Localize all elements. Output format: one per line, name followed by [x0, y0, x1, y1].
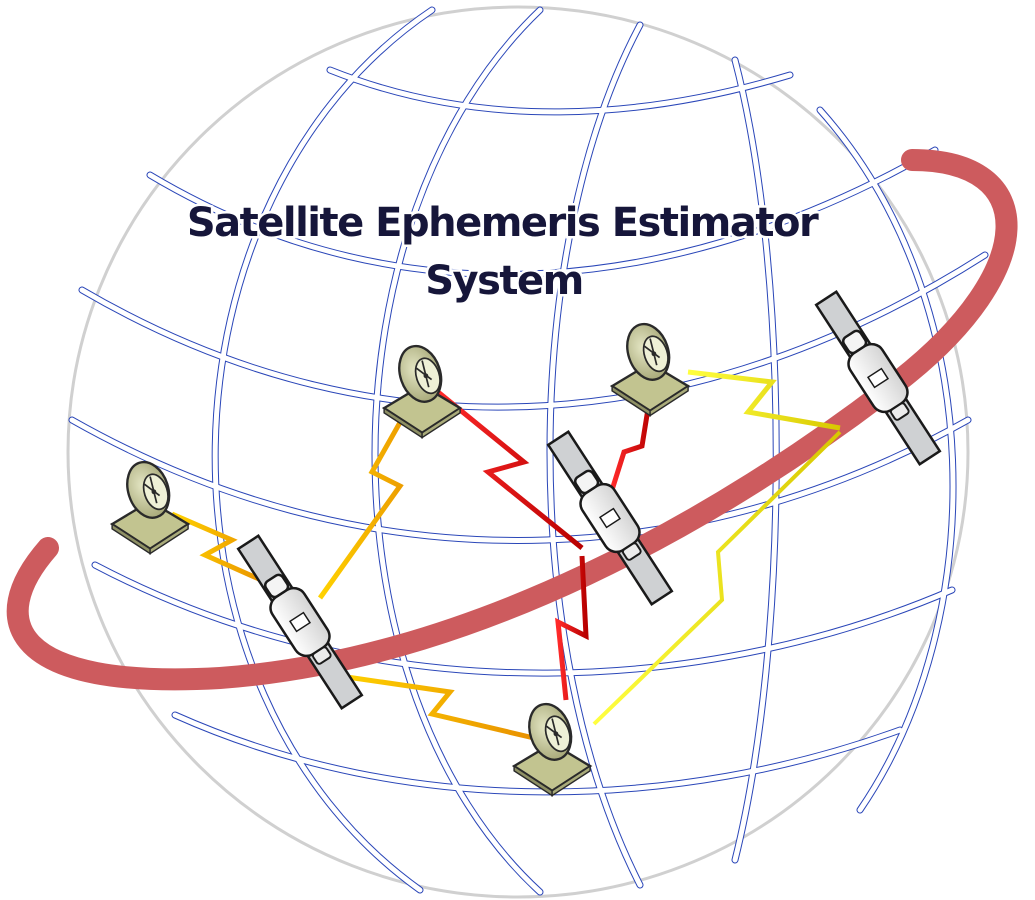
link-red-3: [555, 555, 589, 701]
link-red-1: [436, 390, 584, 550]
diagram-title: Satellite Ephemeris Estimator System: [184, 198, 823, 307]
title-line-1: Satellite Ephemeris Estimator: [187, 200, 819, 246]
radio-links: [171, 369, 842, 741]
link-yellow-1: [687, 369, 841, 431]
link-orange-1: [171, 511, 270, 586]
title-line-2: System: [425, 258, 583, 304]
orbit-ring: [6, 149, 1018, 691]
link-red-2: [609, 383, 655, 491]
link-orange-3: [339, 673, 535, 741]
link-orange-2: [317, 378, 427, 600]
link-yellow-2: [592, 430, 842, 726]
